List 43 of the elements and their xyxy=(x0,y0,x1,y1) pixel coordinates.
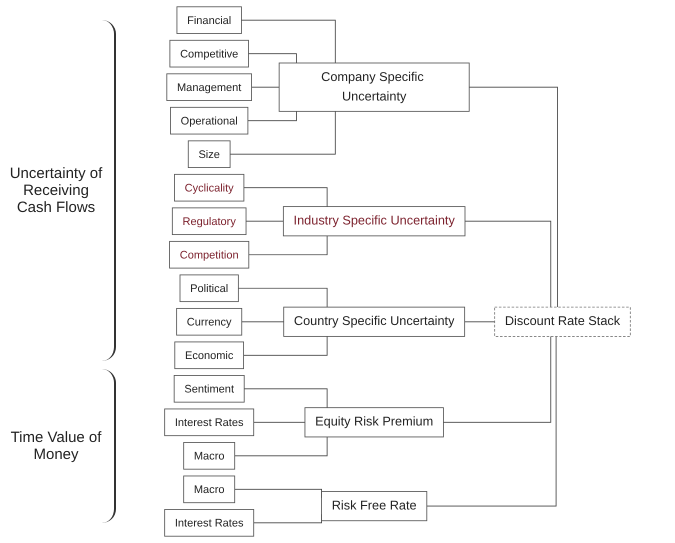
node-box: Industry Specific Uncertainty xyxy=(282,206,466,236)
connector xyxy=(241,321,284,322)
node-box: Cyclicality xyxy=(174,174,244,202)
connector xyxy=(241,20,336,64)
group-label: Time Value of Money xyxy=(10,428,102,463)
node-box: Operational xyxy=(170,106,248,134)
node-box: Macro xyxy=(183,442,236,470)
group-label: Uncertainty of Receiving Cash Flows xyxy=(8,164,104,216)
node-box: Equity Risk Premium xyxy=(304,407,444,438)
node-box: Financial xyxy=(176,6,242,34)
node-box: Macro xyxy=(183,476,236,504)
node-box: Risk Free Rate xyxy=(321,491,428,522)
node-box: Interest Rates xyxy=(164,509,254,537)
connector xyxy=(248,235,328,256)
connector xyxy=(443,336,552,423)
connector xyxy=(247,110,297,122)
node-box: Competition xyxy=(169,240,250,269)
node-box: Country Specific Uncertainty xyxy=(283,306,466,337)
node-box: Interest Rates xyxy=(164,408,254,436)
node-box: Currency xyxy=(176,308,242,336)
connector xyxy=(243,336,328,356)
node-box: Regulatory xyxy=(172,207,246,236)
connector xyxy=(253,422,306,423)
connector xyxy=(243,187,328,208)
connector xyxy=(464,321,496,322)
connector xyxy=(468,86,558,308)
node-box: Management xyxy=(166,73,252,101)
connector xyxy=(251,86,280,88)
node-box: Economic xyxy=(174,342,244,370)
node-box: Size xyxy=(188,140,231,168)
connector xyxy=(246,220,284,222)
connector xyxy=(234,436,328,456)
connector xyxy=(426,336,557,507)
node-box: Company Specific Uncertainty xyxy=(278,62,470,112)
node-box: Discount Rate Stack xyxy=(494,306,631,337)
node-box: Competitive xyxy=(169,40,249,68)
connector xyxy=(230,110,336,155)
node-box: Political xyxy=(180,274,239,302)
connector xyxy=(248,53,297,64)
connector xyxy=(238,288,328,308)
connector xyxy=(464,220,552,308)
connector xyxy=(244,388,328,408)
node-box: Sentiment xyxy=(174,375,245,403)
